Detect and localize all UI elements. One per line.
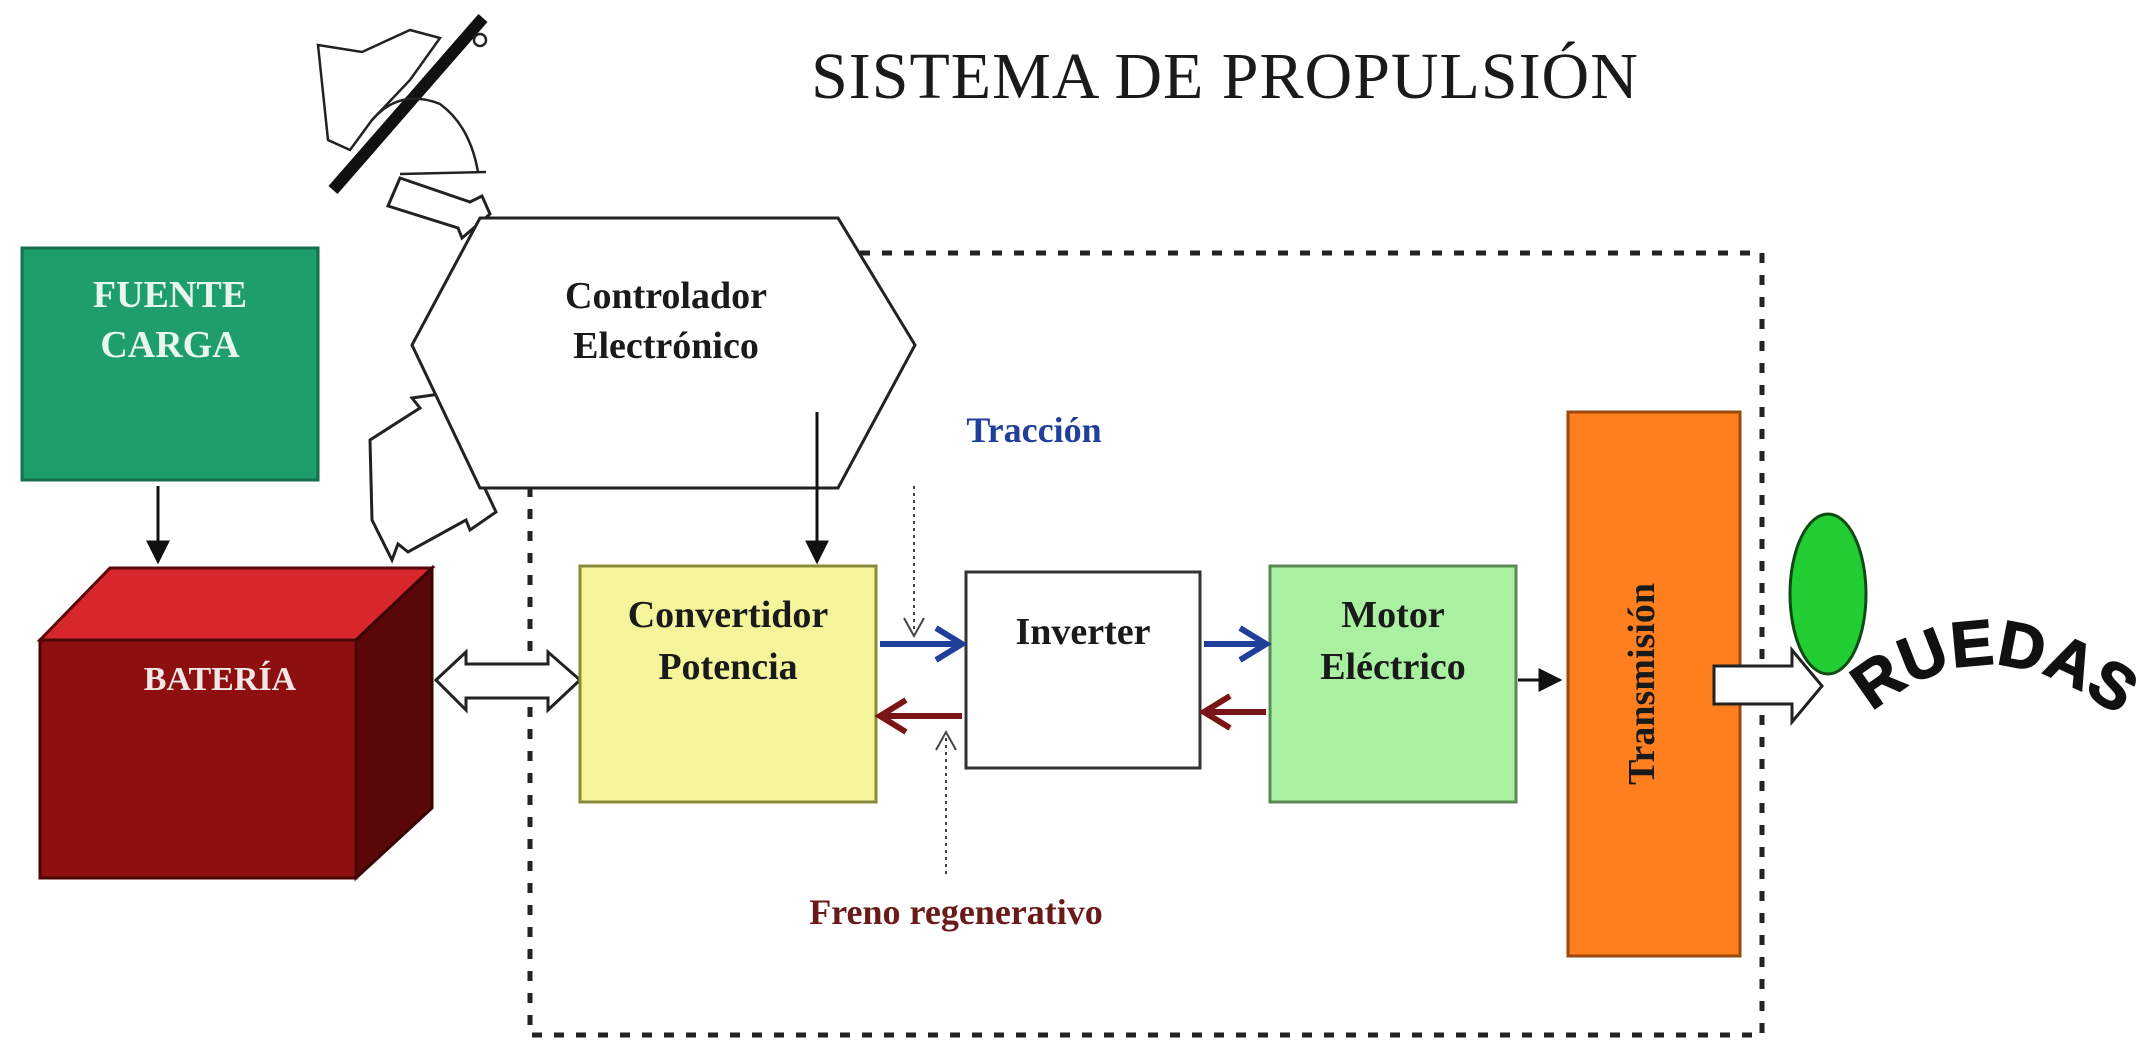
- pedal-icon: [316, 14, 488, 194]
- motor-label-line2: Eléctrico: [1320, 646, 1466, 688]
- inverter-block: [964, 570, 1202, 770]
- fuente-carga-block: [20, 246, 320, 482]
- regenerative-arrows: [874, 693, 1266, 735]
- motor-electrico-block: [1268, 564, 1518, 804]
- transmision-block: [1566, 410, 1742, 958]
- traccion-label: Tracción: [966, 410, 1101, 450]
- ruedas-label: RUEDAS: [1838, 606, 2150, 727]
- inverter-label: Inverter: [1015, 611, 1150, 653]
- convertidor-label-line2: Potencia: [658, 646, 797, 688]
- convertidor-potencia-block: [578, 564, 878, 804]
- transmision-rueda-arrow: [1712, 645, 1824, 727]
- bateria-block: [36, 564, 436, 882]
- motor-label-line1: Motor: [1341, 594, 1445, 636]
- diagram-title: SISTEMA DE PROPULSIÓN: [811, 40, 1639, 113]
- freno-regenerativo-label: Freno regenerativo: [809, 892, 1103, 932]
- wheel-icon: [1788, 512, 1868, 676]
- battery-converter-double-arrow: [433, 648, 583, 714]
- fuente-label-line1: FUENTE: [93, 274, 247, 316]
- controlador-label-line1: Controlador: [565, 275, 767, 317]
- convertidor-label-line1: Convertidor: [628, 594, 829, 636]
- ruedas-label-path: RUEDAS: [1837, 605, 2151, 728]
- controlador-electronico-block: [410, 216, 917, 490]
- controlador-label-line2: Electrónico: [573, 325, 759, 367]
- transmision-label: Transmisión: [1621, 583, 1663, 785]
- annotation-pointers: [903, 486, 957, 874]
- fuente-label-line2: CARGA: [100, 324, 240, 366]
- bateria-label: BATERÍA: [144, 661, 297, 698]
- traction-arrows: [880, 625, 1272, 663]
- system-boundary: [527, 250, 1765, 1038]
